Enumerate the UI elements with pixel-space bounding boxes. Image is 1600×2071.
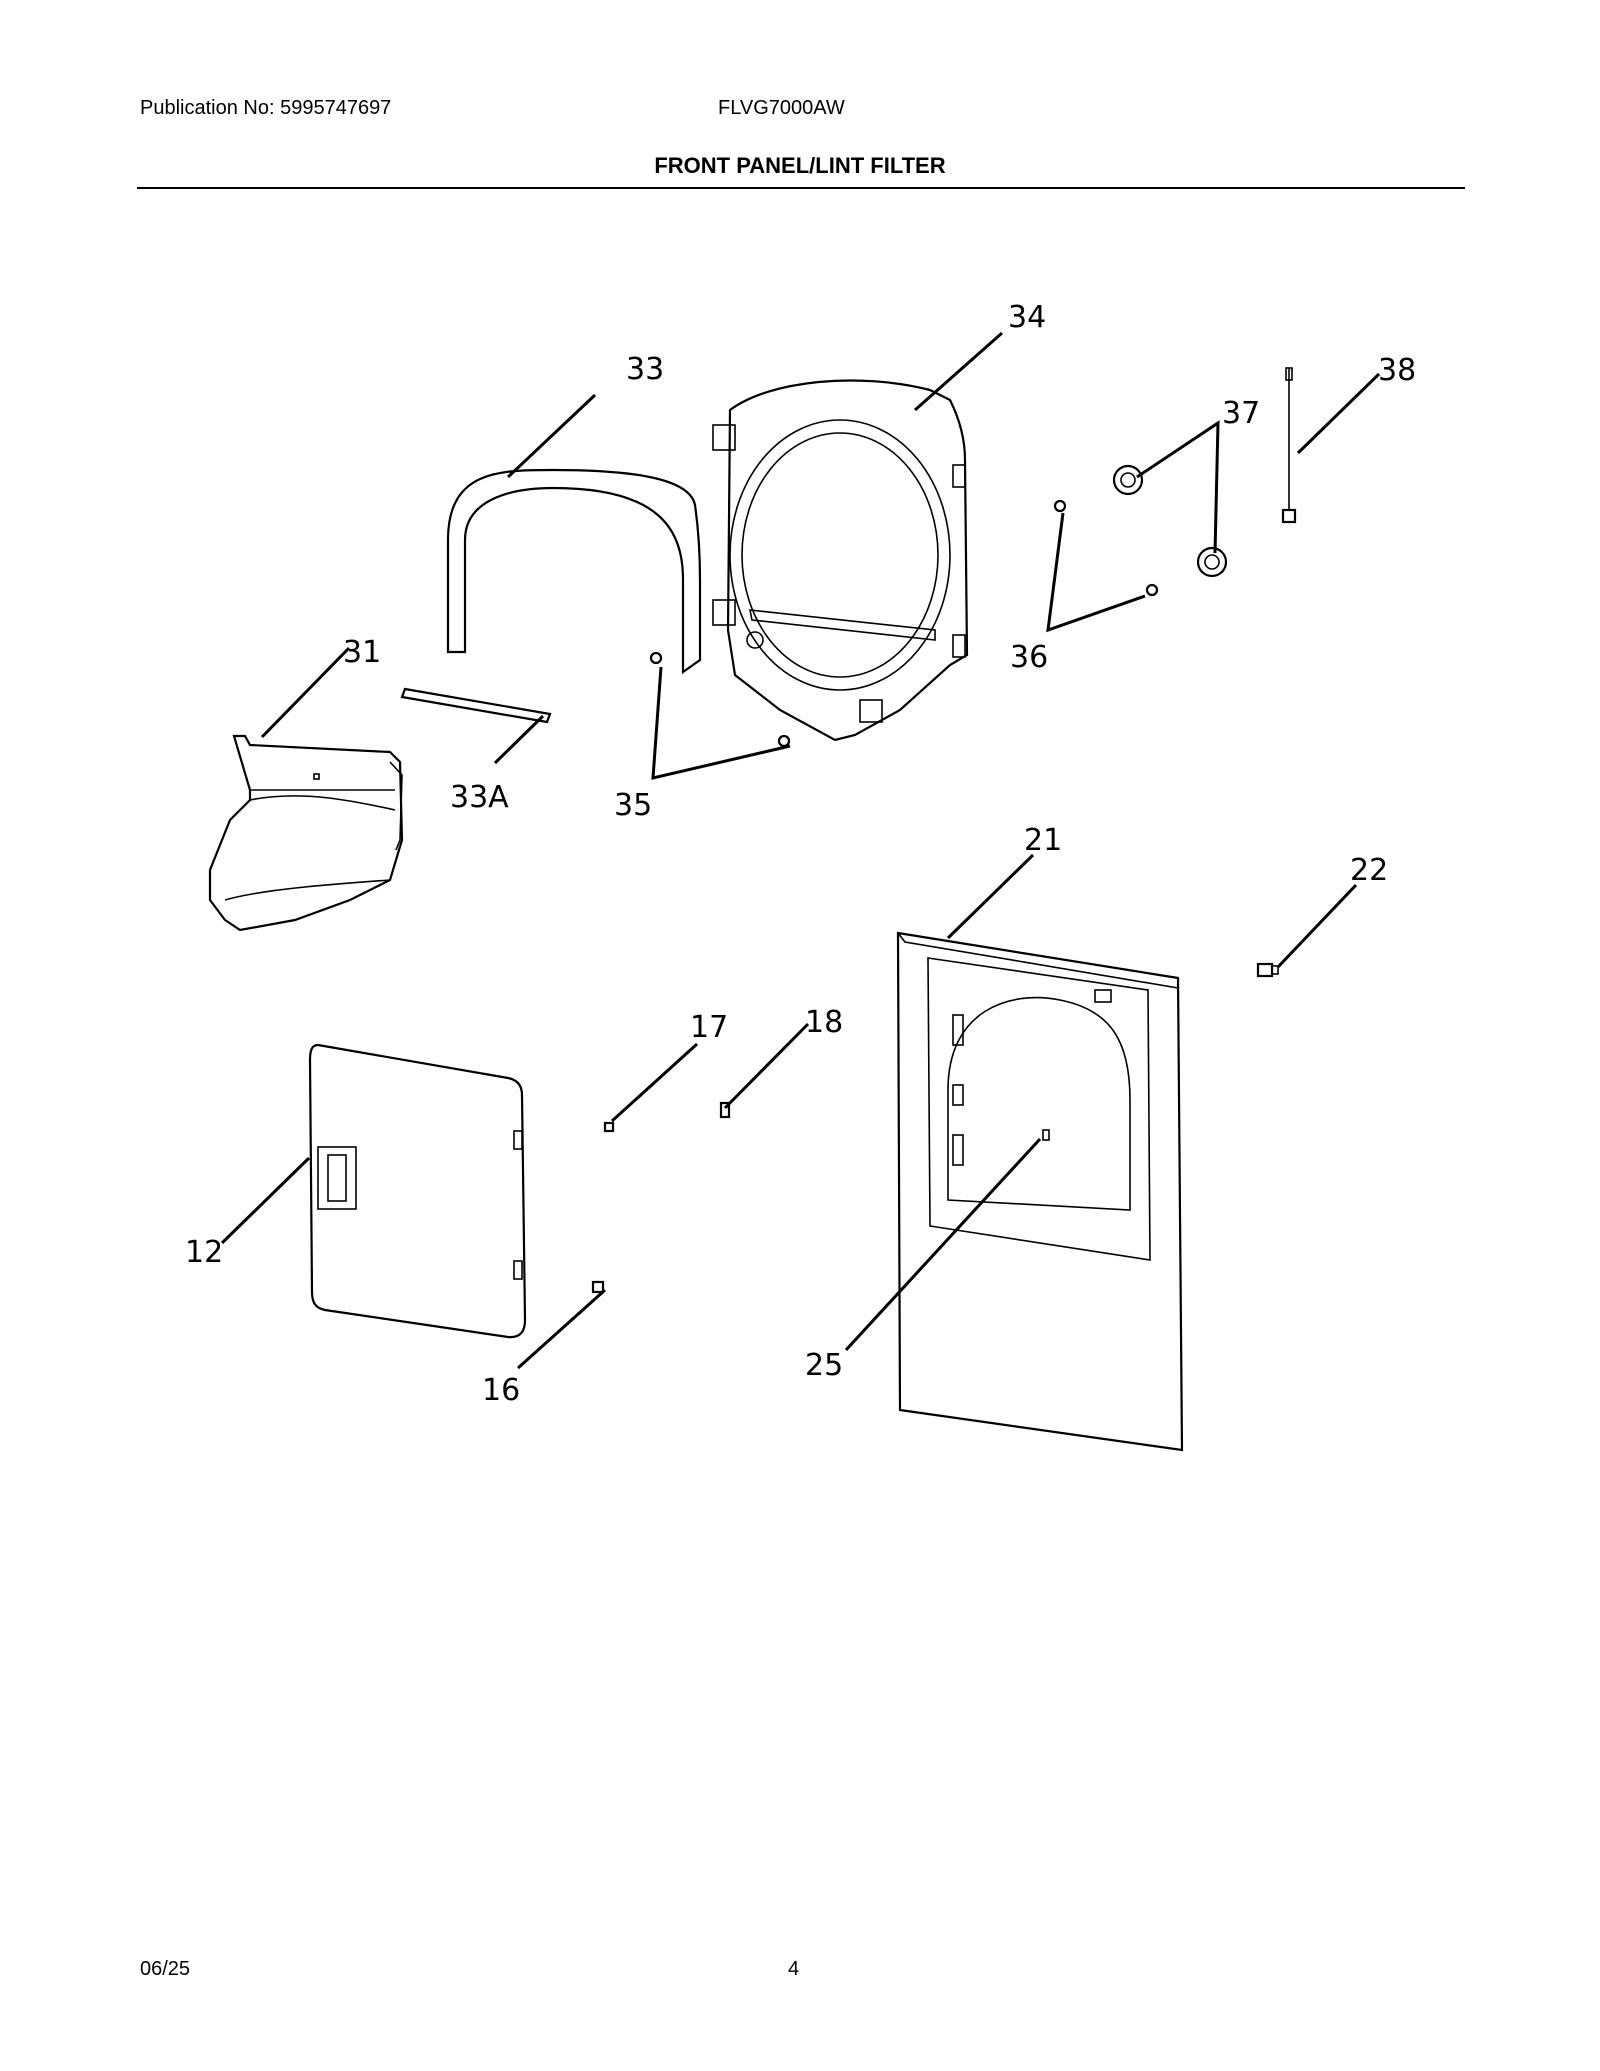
callout-38: 38 [1378,353,1416,388]
callout-34: 34 [1008,300,1046,335]
part-17-pin [603,1121,615,1133]
revision-date: 06/25 [140,1958,191,1980]
model-number: FLVG7000AW [718,97,845,119]
callout-18: 18 [805,1005,843,1040]
part-31-lint-duct [208,734,404,932]
part-22-switch [1256,962,1279,978]
leader-lines [220,331,1381,1370]
part-12-door [308,1043,527,1339]
callout-33: 33 [626,352,664,387]
part-36-washers [1053,499,1159,597]
publication-number: Publication No: 5995747697 [140,97,392,119]
callout-16: 16 [482,1373,520,1408]
part-38-harness [1281,367,1297,524]
callout-17: 17 [690,1010,728,1045]
callout-25: 25 [805,1348,843,1383]
part-18-hinge-bracket [719,1101,731,1119]
callout-35: 35 [614,788,652,823]
page-title: FRONT PANEL/LINT FILTER [654,153,946,178]
header-divider [137,187,1465,189]
callout-37: 37 [1222,396,1260,431]
callout-33a: 33A [450,780,509,815]
callout-36: 36 [1010,640,1048,675]
callout-12: 12 [185,1235,223,1270]
callout-22: 22 [1350,853,1388,888]
page-number: 4 [788,1958,800,1980]
callout-31: 31 [343,635,381,670]
callout-21: 21 [1024,823,1062,858]
part-33a-strip [400,687,552,724]
part-16-clip [591,1280,605,1294]
part-34-front-bulkhead [712,379,969,742]
part-37-rollers [1112,464,1228,578]
part-21-front-panel [896,931,1184,1452]
part-33-seal [446,468,702,675]
